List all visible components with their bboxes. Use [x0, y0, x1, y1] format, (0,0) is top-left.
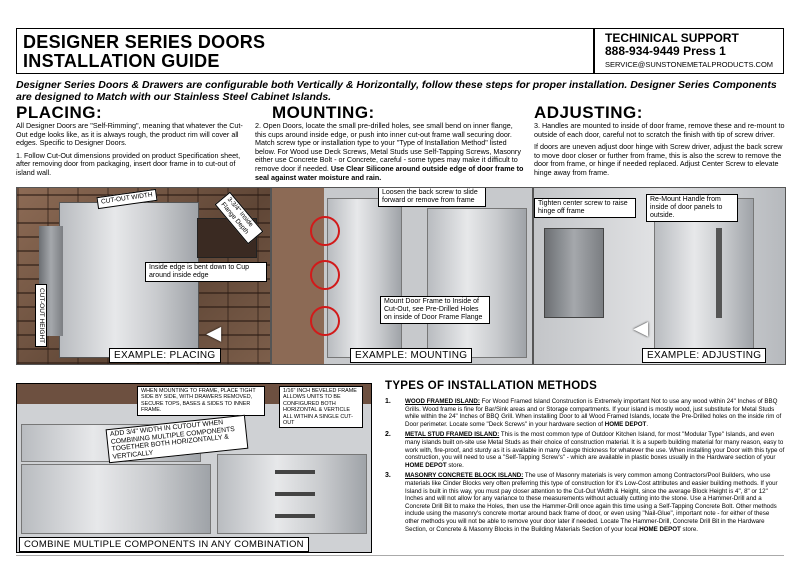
- adjusting-paragraph-1: 3. Handles are mounted to inside of door…: [534, 121, 785, 139]
- mounting-text: 2. Open Doors, locate the small pre-dril…: [255, 121, 525, 186]
- drawer-handle-image: [275, 470, 315, 474]
- drawer-handle-image: [275, 492, 315, 496]
- mount-frame-callout: Mount Door Frame to Inside of Cut-Out, s…: [380, 296, 490, 324]
- remount-handle-callout: Re-Mount Handle from inside of door pane…: [646, 194, 738, 222]
- type-tail: .: [646, 420, 649, 428]
- mounting-paragraph-bold: Use Clear Silicone around outside edge o…: [255, 163, 524, 182]
- door-panel-image: [654, 198, 754, 358]
- type-body: This is the most common type of Outdoor …: [405, 431, 785, 462]
- mounting-frame-callout: WHEN MOUNTING TO FRAME, PLACE TIGHT SIDE…: [137, 386, 265, 416]
- hinge-closeup-image: [544, 228, 604, 318]
- title-box: DESIGNER SERIES DOORS INSTALLATION GUIDE: [16, 28, 594, 74]
- placing-paragraph-1: All Designer Doors are "Self-Rimming", m…: [16, 121, 243, 148]
- type-item: 3. MASONRY CONCRETE BLOCK ISLAND: The us…: [385, 472, 785, 533]
- types-heading: TYPES OF INSTALLATION METHODS: [385, 380, 598, 392]
- type-body: For Wood Framed Island Construction is E…: [405, 398, 782, 428]
- type-tail: store.: [680, 525, 699, 533]
- mounting-paragraph-main: 2. Open Doors, locate the small pre-dril…: [255, 121, 521, 173]
- hole-highlight-icon: [310, 260, 340, 290]
- adjusting-heading: ADJUSTING:: [534, 103, 643, 122]
- adjusting-text: 3. Handles are mounted to inside of door…: [534, 121, 786, 182]
- type-title: WOOD FRAMED ISLAND:: [405, 398, 480, 405]
- type-store: HOME DEPOT: [405, 461, 447, 469]
- type-store: HOME DEPOT: [604, 420, 647, 428]
- drawer-handle-image: [275, 514, 315, 518]
- type-title: MASONRY CONCRETE BLOCK ISLAND:: [405, 472, 524, 480]
- adjusting-photo: Tighten center screw to raise hinge off …: [533, 187, 786, 365]
- door-handle-image: [716, 228, 722, 318]
- arrow-left-icon: ◀: [207, 323, 221, 343]
- support-box: TECHINICAL SUPPORT 888-934-9449 Press 1 …: [594, 28, 784, 74]
- type-item: 1. WOOD FRAMED ISLAND: For Wood Framed I…: [385, 398, 785, 428]
- door-combo-image: [21, 464, 211, 534]
- support-title: TECHINICAL SUPPORT: [605, 31, 739, 45]
- combine-photo: WHEN MOUNTING TO FRAME, PLACE TIGHT SIDE…: [16, 383, 372, 553]
- cutout-height-label: CUT-OUT HEIGHT: [35, 284, 47, 348]
- tighten-screw-callout: Tighten center screw to raise hinge off …: [534, 198, 636, 218]
- footer-divider: [16, 555, 784, 556]
- mounting-photo: Loosen the back screw to slide forward o…: [271, 187, 533, 365]
- type-title: METAL STUD FRAMED ISLAND:: [405, 431, 500, 439]
- arrow-left-icon: ◀: [634, 318, 648, 338]
- door-interior-image: [427, 208, 527, 358]
- placing-heading: PLACING:: [16, 103, 103, 122]
- type-number: 2.: [385, 431, 391, 439]
- title-line-1: DESIGNER SERIES DOORS: [23, 32, 266, 52]
- placing-photo: CUT-OUT WIDTH CUT-OUT HEIGHT 3-3/4" Insi…: [16, 187, 271, 365]
- placing-text: All Designer Doors are "Self-Rimming", m…: [16, 121, 254, 182]
- title-line-2: INSTALLATION GUIDE: [23, 51, 220, 71]
- hole-highlight-icon: [310, 306, 340, 336]
- support-email[interactable]: SERVICE@SUNSTONEMETALPRODUCTS.COM: [605, 60, 774, 69]
- combine-label: COMBINE MULTIPLE COMPONENTS IN ANY COMBI…: [19, 537, 309, 552]
- intro-text: Designer Series Doors & Drawers are conf…: [16, 79, 777, 103]
- mounting-heading: MOUNTING:: [272, 103, 375, 122]
- adjusting-paragraph-2: If doors are uneven adjust door hinge wi…: [534, 142, 783, 177]
- placing-paragraph-2: 1. Follow Cut-Out dimensions provided on…: [16, 150, 241, 177]
- support-phone[interactable]: 888-934-9449 Press 1: [605, 44, 726, 58]
- type-body: The use of Masonry materials is very com…: [405, 472, 778, 533]
- example-adjusting-label: EXAMPLE: ADJUSTING: [642, 348, 767, 363]
- inside-edge-callout: Inside edge is bent down to Cup around i…: [145, 262, 267, 282]
- type-tail: store.: [446, 461, 464, 469]
- beveled-frame-callout: 1/16" INCH BEVELED FRAME ALLOWS UNITS TO…: [279, 386, 363, 429]
- example-mounting-label: EXAMPLE: MOUNTING: [350, 348, 473, 363]
- type-store: HOME DEPOT: [639, 525, 681, 533]
- types-list: 1. WOOD FRAMED ISLAND: For Wood Framed I…: [385, 398, 785, 536]
- type-number: 3.: [385, 472, 391, 480]
- hole-highlight-icon: [310, 216, 340, 246]
- type-item: 2. METAL STUD FRAMED ISLAND: This is the…: [385, 431, 785, 469]
- type-number: 1.: [385, 398, 391, 405]
- mounting-paragraph: 2. Open Doors, locate the small pre-dril…: [255, 121, 525, 182]
- example-placing-label: EXAMPLE: PLACING: [109, 348, 221, 363]
- loosen-screw-callout: Loosen the back screw to slide forward o…: [378, 188, 486, 207]
